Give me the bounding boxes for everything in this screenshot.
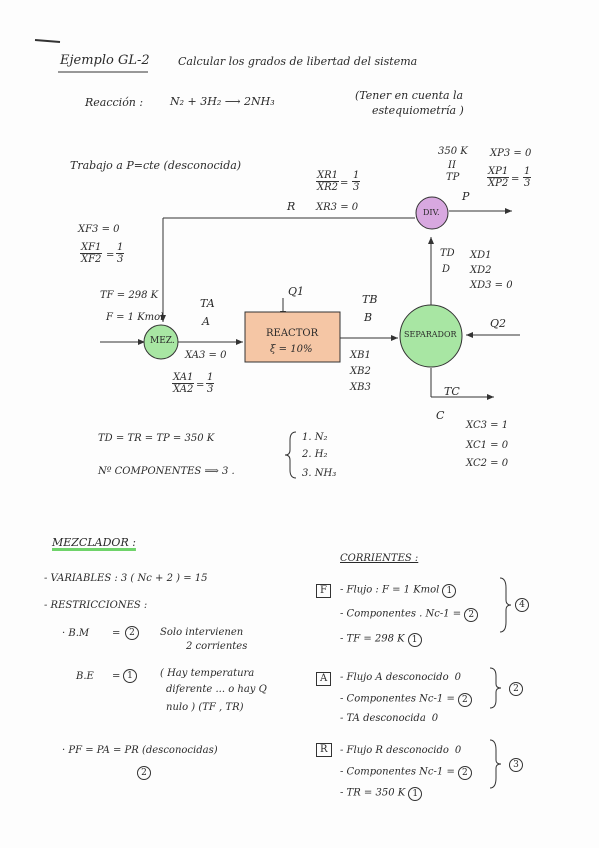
xb3-label: XB3 [350, 382, 371, 393]
reaction-label: Reacción : [85, 96, 144, 109]
reaction-equation: N₂ + 3H₂ ⟶ 2NH₃ [170, 95, 275, 108]
tp-value: 350 K [438, 146, 468, 157]
component-count: Nº COMPONENTES ⟹ 3 . [98, 466, 235, 477]
xb1-label: XB1 [350, 350, 371, 361]
xc3-label: XC3 = 1 [466, 420, 509, 431]
td-label: TD [440, 248, 455, 259]
xf3-label: XF3 = 0 [78, 224, 120, 235]
xr3-label: XR3 = 0 [316, 202, 359, 213]
be-count: 1 [123, 669, 137, 683]
xa3-label: XA3 = 0 [185, 350, 227, 361]
be-text-2: diferente ... o hay Q [166, 684, 267, 695]
component-2: 2. H₂ [302, 449, 328, 460]
example-title: Ejemplo GL-2 [60, 53, 150, 68]
divider-label: DIV. [423, 208, 440, 217]
mixer-heading: MEZCLADOR : [52, 536, 136, 549]
a-total: 2 [509, 682, 523, 696]
stream-b-label: B [364, 311, 373, 324]
bm-text-2: 2 corrientes [186, 641, 248, 652]
be-label: B.E [76, 671, 94, 682]
currents-heading: CORRIENTES : [340, 553, 419, 564]
ta-label: TA [200, 297, 215, 310]
a-components: - Componentes Nc-1 =2 [340, 693, 472, 707]
tc-label: TC [444, 385, 460, 398]
current-r-label: R [316, 743, 332, 757]
component-3: 3. NH₃ [302, 468, 337, 479]
stream-p-label: P [462, 190, 470, 203]
f-components: - Componentes . Nc-1 =2 [340, 608, 479, 622]
note-line-1: (Tener en cuenta la [355, 89, 464, 102]
be-text-3: nulo ) (TF , TR) [166, 702, 244, 713]
tp-equals: II [448, 160, 456, 171]
mixer-label: MEZ. [150, 336, 175, 346]
f-total: 4 [515, 598, 529, 612]
separator-label: SEPARADOR [404, 330, 457, 339]
tb-label: TB [362, 293, 378, 306]
restrictions-heading: - RESTRICCIONES : [44, 600, 148, 611]
pressure-equality: · PF = PA = PR (desconocidas) [62, 745, 218, 756]
variables-line: - VARIABLES : 3 ( Nc + 2 ) = 15 [44, 573, 208, 584]
work-condition: Trabajo a P=cte (desconocida) [70, 159, 242, 172]
xc2-label: XC2 = 0 [466, 458, 509, 469]
bm-count: 2 [125, 626, 139, 640]
temperature-equality: TD = TR = TP = 350 K [98, 433, 215, 444]
q1-label: Q1 [288, 285, 305, 298]
xd3-label: XD3 = 0 [470, 280, 513, 291]
current-f-label: F [316, 584, 331, 598]
xd1-label: XD1 [470, 250, 492, 261]
separator-unit [399, 304, 463, 368]
f-flow-label: F = 1 Kmol [106, 312, 164, 323]
xc1-label: XC1 = 0 [466, 440, 509, 451]
note-line-2: estequiometría ) [372, 104, 464, 117]
component-1: 1. N₂ [302, 432, 328, 443]
task-statement: Calcular los grados de libertad del sist… [178, 55, 418, 68]
stream-r-label: R [287, 200, 296, 213]
reactor-label: REACTOR [266, 328, 319, 339]
r-components: - Componentes Nc-1 =2 [340, 766, 472, 780]
reactor-unit [244, 311, 341, 363]
reactor-conversion: ξ = 10% [270, 344, 313, 355]
current-a-label: A [316, 672, 332, 686]
pressure-count: 2 [137, 766, 151, 780]
mixer-unit [143, 324, 179, 360]
bm-label: · B.M [62, 628, 90, 639]
stream-a-label: A [202, 315, 210, 328]
xp3-label: XP3 = 0 [490, 148, 532, 159]
stream-c-label: C [436, 409, 445, 422]
stream-d-label: D [442, 264, 451, 275]
q2-label: Q2 [490, 317, 507, 330]
xd2-label: XD2 [470, 265, 492, 276]
xb2-label: XB2 [350, 366, 371, 377]
tf-label: TF = 298 K [100, 290, 159, 301]
bm-text-1: Solo intervienen [160, 627, 244, 638]
tp-label: TP [446, 172, 460, 183]
be-text-1: ( Hay temperatura [160, 668, 255, 679]
divider-unit [415, 196, 449, 230]
r-total: 3 [509, 758, 523, 772]
